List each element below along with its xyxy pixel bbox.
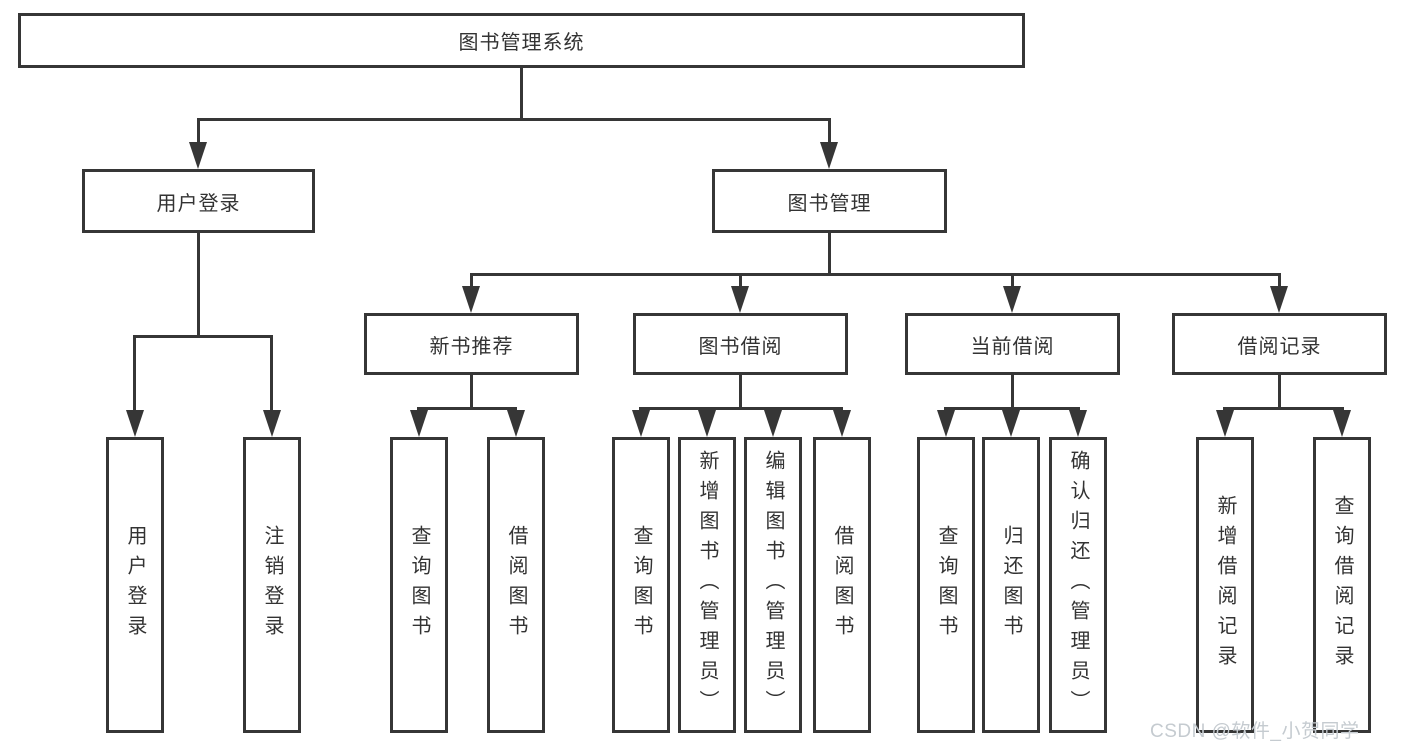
connector-line	[1278, 375, 1281, 407]
connector-line	[944, 407, 1080, 410]
connector-line	[828, 233, 831, 273]
connector-line	[470, 273, 1281, 276]
connector-line	[197, 118, 831, 121]
leaf-borrow-edit-admin-label: 编辑图书（管理员）	[762, 450, 784, 720]
arrow-down-icon	[698, 410, 716, 437]
leaf-user-login: 用户登录	[106, 437, 164, 733]
connector-line	[739, 273, 742, 289]
leaf-record-add: 新增借阅记录	[1196, 437, 1254, 733]
arrow-down-icon	[632, 410, 650, 437]
leaf-current-query-label: 查询图书	[935, 525, 957, 645]
connector-line	[417, 407, 517, 410]
leaf-borrow-borrow: 借阅图书	[813, 437, 871, 733]
leaf-logout-label: 注销登录	[261, 525, 283, 645]
leaf-current-confirm-admin-label: 确认归还（管理员）	[1067, 450, 1089, 720]
csdn-watermark: CSDN @软件_小贺同学	[1150, 721, 1360, 742]
connector-line	[1011, 375, 1014, 407]
arrow-down-icon	[1333, 410, 1351, 437]
leaf-current-return: 归还图书	[982, 437, 1040, 733]
arrow-down-icon	[263, 410, 281, 437]
arrow-down-icon	[126, 410, 144, 437]
leaf-current-query: 查询图书	[917, 437, 975, 733]
connector-line	[739, 375, 742, 407]
arrow-down-icon	[833, 410, 851, 437]
arrow-down-icon	[1069, 410, 1087, 437]
connector-line	[197, 118, 200, 144]
connector-line	[520, 68, 523, 118]
leaf-new-book-borrow-label: 借阅图书	[505, 525, 527, 645]
leaf-borrow-add-admin-label: 新增图书（管理员）	[696, 450, 718, 720]
arrow-down-icon	[1216, 410, 1234, 437]
connector-line	[1011, 273, 1014, 289]
connector-line	[133, 335, 136, 412]
connector-line	[133, 335, 273, 338]
leaf-borrow-edit-admin: 编辑图书（管理员）	[744, 437, 802, 733]
leaf-new-book-query: 查询图书	[390, 437, 448, 733]
node-current-borrow: 当前借阅	[905, 313, 1120, 375]
node-book-borrow: 图书借阅	[633, 313, 848, 375]
leaf-borrow-borrow-label: 借阅图书	[831, 525, 853, 645]
connector-line	[470, 375, 473, 407]
connector-line	[1278, 273, 1281, 289]
connector-line	[1223, 407, 1344, 410]
node-root: 图书管理系统	[18, 13, 1025, 68]
arrow-down-icon	[462, 286, 480, 313]
arrow-down-icon	[1003, 286, 1021, 313]
leaf-record-query-label: 查询借阅记录	[1331, 495, 1353, 675]
node-borrow-record: 借阅记录	[1172, 313, 1387, 375]
leaf-current-return-label: 归还图书	[1000, 525, 1022, 645]
arrow-down-icon	[731, 286, 749, 313]
node-new-book-rec: 新书推荐	[364, 313, 579, 375]
arrow-down-icon	[937, 410, 955, 437]
leaf-new-book-query-label: 查询图书	[408, 525, 430, 645]
leaf-borrow-query-label: 查询图书	[630, 525, 652, 645]
leaf-current-confirm-admin: 确认归还（管理员）	[1049, 437, 1107, 733]
leaf-user-login-label: 用户登录	[124, 525, 146, 645]
arrow-down-icon	[189, 142, 207, 169]
connector-line	[270, 335, 273, 412]
leaf-record-add-label: 新增借阅记录	[1214, 495, 1236, 675]
leaf-new-book-borrow: 借阅图书	[487, 437, 545, 733]
connector-line	[470, 273, 473, 289]
leaf-borrow-query: 查询图书	[612, 437, 670, 733]
node-user-login: 用户登录	[82, 169, 315, 233]
leaf-borrow-add-admin: 新增图书（管理员）	[678, 437, 736, 733]
arrow-down-icon	[1002, 410, 1020, 437]
leaf-record-query: 查询借阅记录	[1313, 437, 1371, 733]
arrow-down-icon	[1270, 286, 1288, 313]
arrow-down-icon	[764, 410, 782, 437]
arrow-down-icon	[410, 410, 428, 437]
node-book-mgmt: 图书管理	[712, 169, 947, 233]
arrow-down-icon	[820, 142, 838, 169]
connector-line	[197, 233, 200, 335]
arrow-down-icon	[507, 410, 525, 437]
connector-line	[828, 118, 831, 144]
connector-line	[639, 407, 843, 410]
leaf-logout: 注销登录	[243, 437, 301, 733]
